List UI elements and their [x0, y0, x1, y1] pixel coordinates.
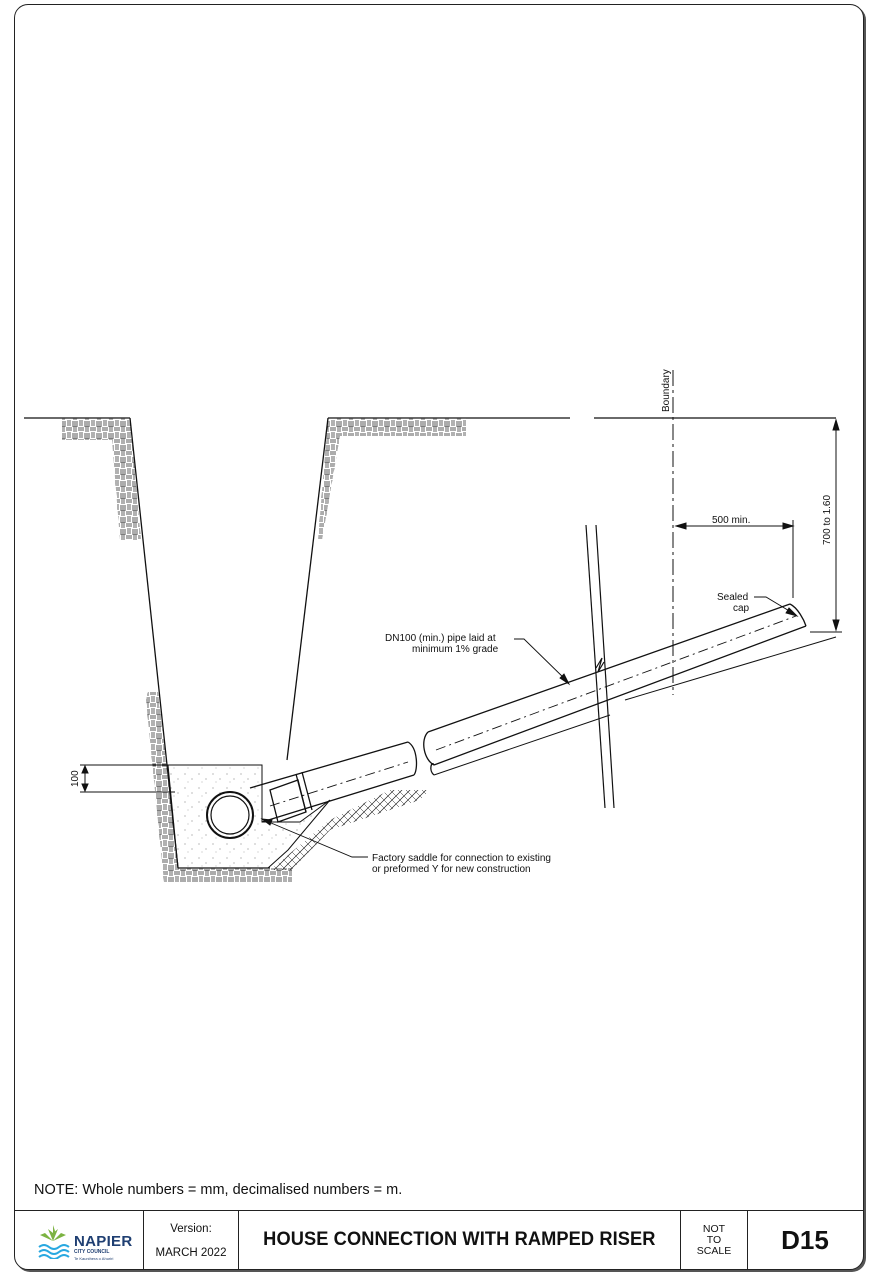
pipe-grade-label-line1: DN100 (min.) pipe laid at	[385, 633, 496, 644]
title-block: NAPIER CITY COUNCIL Te Kaunihera o Ahuri…	[14, 1210, 864, 1270]
drawing-sheet	[14, 4, 864, 1270]
version-value: MARCH 2022	[155, 1247, 227, 1259]
sealed-cap-label-line2: cap	[733, 603, 750, 614]
logo-cell: NAPIER CITY COUNCIL Te Kaunihera o Ahuri…	[14, 1211, 144, 1269]
boundary-line: Boundary	[661, 369, 674, 695]
break-lines	[585, 524, 615, 809]
bedding-label: 100	[70, 770, 81, 787]
code-cell: D15	[748, 1211, 862, 1269]
scale-line-1: NOT	[702, 1222, 726, 1235]
upper-pipe	[423, 603, 837, 776]
units-note: NOTE: Whole numbers = mm, decimalised nu…	[34, 1182, 403, 1198]
offset-label: 500 min.	[712, 515, 750, 526]
saddle-fitting	[269, 771, 313, 823]
pipe-grade-label-line2: minimum 1% grade	[412, 644, 499, 655]
version-cell: Version: MARCH 2022	[144, 1211, 239, 1269]
main-pipe	[206, 791, 254, 839]
version-label: Version:	[170, 1223, 212, 1235]
pipe-grade-leader	[514, 638, 571, 686]
scale-line-2: TO	[706, 1233, 722, 1246]
logo-name: NAPIER	[74, 1233, 133, 1250]
saddle-label-line1: Factory saddle for connection to existin…	[372, 853, 551, 864]
logo-subtitle-maori: Te Kaunihera o Ahuriri	[74, 1256, 114, 1261]
drawing-title: HOUSE CONNECTION WITH RAMPED RISER	[263, 1229, 656, 1250]
scale-cell: NOT TO SCALE	[681, 1211, 748, 1269]
leaf-wave-icon	[38, 1225, 70, 1259]
bedding-dimension	[80, 764, 175, 793]
logo-subtitle: CITY COUNCIL	[74, 1249, 110, 1255]
depth-label: 700 to 1.60	[822, 495, 833, 545]
drawing-code: D15	[781, 1224, 829, 1255]
offset-dimension	[674, 520, 795, 598]
lower-pipe	[249, 741, 418, 823]
depth-dimension	[810, 418, 842, 633]
scale-line-3: SCALE	[696, 1244, 732, 1257]
saddle-label-line2: or preformed Y for new construction	[372, 864, 531, 875]
council-logo: NAPIER CITY COUNCIL Te Kaunihera o Ahuri…	[36, 1223, 136, 1263]
sealed-cap-label-line1: Sealed	[717, 592, 748, 603]
boundary-label: Boundary	[661, 369, 672, 412]
sealed-cap-leader	[754, 596, 799, 617]
title-cell: HOUSE CONNECTION WITH RAMPED RISER	[239, 1211, 681, 1269]
soil-hatching	[62, 418, 466, 882]
saddle-leader	[260, 818, 368, 858]
